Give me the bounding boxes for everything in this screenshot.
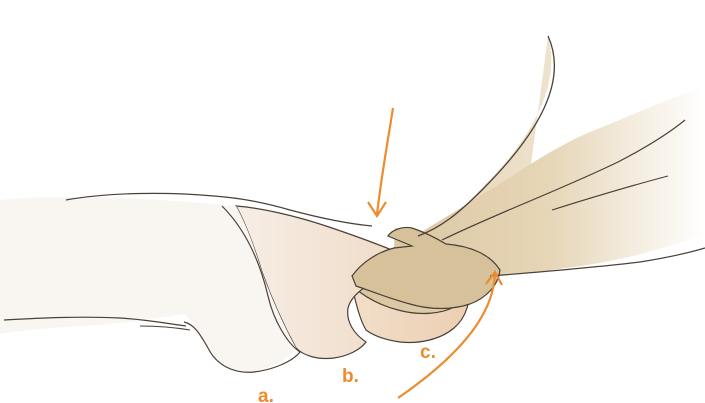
label-c: c.: [420, 342, 436, 363]
label-a: a.: [258, 386, 274, 403]
press-arrow-icon: [377, 108, 393, 214]
label-b: b.: [342, 366, 359, 387]
finger-a-inner-line: [140, 326, 190, 330]
